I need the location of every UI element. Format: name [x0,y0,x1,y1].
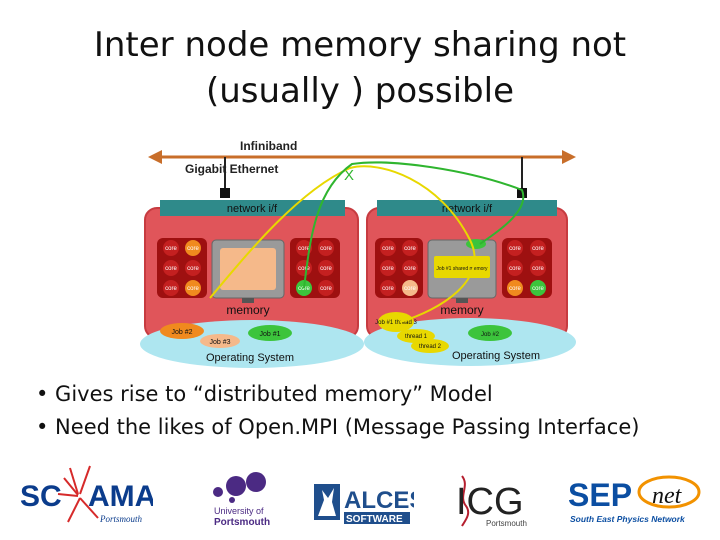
node-1-jobs: Job #2 Job #3 Job #1 [160,323,292,348]
sciama-main-sc: SC [20,480,62,513]
sepnet-logo: SEP net South East Physics Network [568,475,701,524]
node-1-network-label: network i/f [227,203,278,215]
core-label: core [382,286,394,292]
core-label: core [298,286,310,292]
core-label: core [187,266,199,272]
core-label: core [532,266,544,272]
uop-line-2: Portsmouth [214,517,270,528]
node-2-shared-memory [434,256,490,278]
ethernet-label: Gigabit Ethernet [185,162,278,176]
core-label: core [298,246,310,252]
alces-stag-icon [314,484,340,520]
core-label: core [509,286,521,292]
core-label: core [532,246,544,252]
node-2-job-label: Job #1 thread 3 [375,320,417,326]
node-2-cores-left: core core core core core core [380,240,418,296]
node-1: network i/f core core core core core cor… [140,200,364,368]
alces-sub: SOFTWARE [346,514,403,525]
node-1-cores-left: core core core core core core [163,240,201,296]
node-1-memory-foot [242,298,254,303]
node-2: network i/f core core core core core cor… [364,200,576,366]
core-label: core [404,266,416,272]
core-label: core [382,266,394,272]
memory-sharing-diagram: Infiniband Gigabit Ethernet X network i/… [140,139,576,368]
x-mark: X [344,167,354,184]
icg-main: ICG [456,481,524,523]
sciama-main-ama: AMA [88,480,153,513]
icg-logo: ICG Portsmouth [456,475,527,528]
node-1-memory-label: memory [226,303,269,317]
core-label: core [509,246,521,252]
icg-flame-icon [461,475,470,527]
core-label: core [187,286,199,292]
node-2-network-label: network i/f [442,203,493,215]
sciama-starburst-icon [57,465,99,523]
node-2-cores-right: core core core core core core [507,240,546,296]
uop-logo: University of Portsmouth [213,472,270,528]
node-2-memory-foot [456,298,468,303]
core-label: core [320,266,332,272]
core-label: core [298,266,310,272]
core-label: core [382,246,394,252]
node-2-os-label: Operating System [452,350,540,362]
core-label: core [165,266,177,272]
icg-sub: Portsmouth [486,519,527,528]
bullet-item: • Need the likes of Open.MPI (Message Pa… [36,415,640,439]
node-1-drop-connector [220,188,230,198]
node-2-network-bar [377,200,557,216]
core-label: core [165,286,177,292]
infiniband-label: Infiniband [240,139,297,153]
sciama-sub: Portsmouth [99,514,143,524]
bullet-item: • Gives rise to “distributed memory” Mod… [36,382,493,406]
sepnet-swoosh-icon [637,475,701,509]
node-2-job-label: thread 2 [419,344,442,350]
alces-sub-bar [344,512,410,524]
logo-bar: SC AMA Portsmouth University of Portsmou… [0,462,720,532]
node-2-memory-green-dot [466,239,486,249]
uop-line-1: University of [214,506,264,516]
node-1-job-label: Job #1 [259,331,280,338]
bullet-list: • Gives rise to “distributed memory” Mod… [36,378,706,444]
node-1-memory-fill [220,248,276,290]
core-label: core [320,246,332,252]
slide-title-line-1: Inter node memory sharing not [93,25,627,65]
node-2-memory-label: memory [440,303,483,317]
core-label: core [165,246,177,252]
node-2-job-label: thread 1 [405,334,428,340]
node-1-network-bar [160,200,345,216]
core-label: core [404,286,416,292]
green-message-path [303,161,525,289]
ethernet-arrow-right [562,150,576,164]
core-label: core [509,266,521,272]
sepnet-main: SEP [568,477,632,513]
node-1-job-label: Job #3 [209,339,230,346]
node-1-job-label: Job #2 [171,329,192,336]
core-label: core [404,246,416,252]
yellow-message-path [209,165,476,323]
node-1-os-label: Operating System [206,352,294,364]
node-2-job-label: Job #2 [481,332,500,338]
node-2-shared-memory-label: Job #1 shared memory [436,266,488,272]
core-label: core [320,286,332,292]
slide-title: Inter node memory sharing not (usually )… [60,22,660,114]
slide-title-line-2: (usually ) possible [205,71,514,111]
ethernet-arrow-left [148,150,162,164]
uop-dots-icon [213,472,266,503]
sepnet-net: net [652,483,683,509]
core-label: core [187,246,199,252]
node-2-jobs: Job #1 thread 3 thread 1 thread 2 Job #2 [375,312,512,353]
sepnet-sub: South East Physics Network [570,514,686,524]
sciama-logo: SC AMA Portsmouth [20,465,153,524]
core-label: core [532,286,544,292]
